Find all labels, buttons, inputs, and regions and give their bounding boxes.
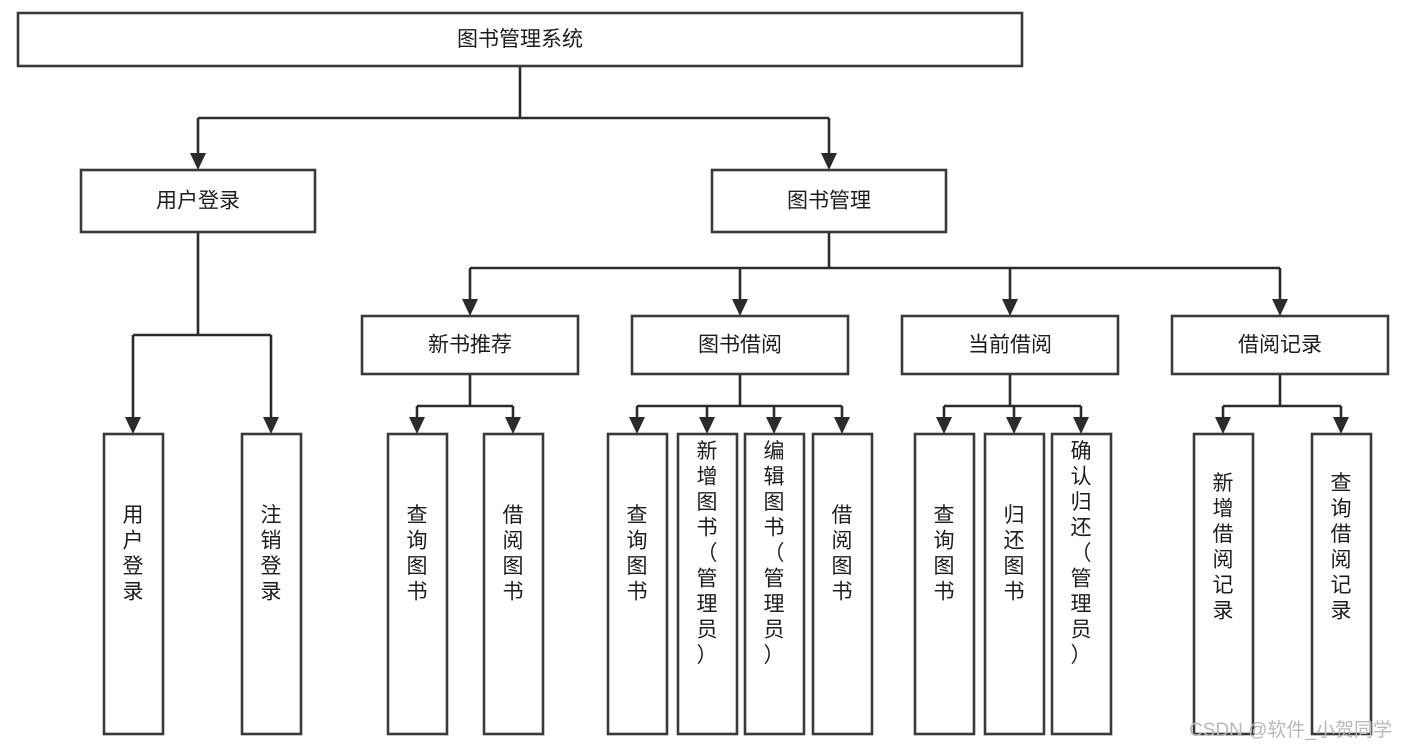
node-borrow-edit-book-admin[interactable]: 编辑图书（管理员） — [743, 432, 806, 736]
node-label-record-add: 新增借阅记录 — [1213, 472, 1234, 623]
arrow-icon-borrow-edit-book-admin — [766, 417, 782, 434]
node-box-book-borrow[interactable] — [630, 314, 850, 376]
arrow-icon-user-login — [190, 153, 206, 170]
node-current-confirm-return-admin[interactable]: 确认归还（管理员） — [1050, 432, 1113, 736]
node-user-login-do[interactable]: 用户登录 — [102, 432, 165, 736]
node-box-current-confirm-return-admin[interactable] — [1050, 432, 1113, 736]
node-new-book-recommend[interactable]: 新书推荐 — [360, 314, 580, 376]
node-borrow-record[interactable]: 借阅记录 — [1170, 314, 1390, 376]
node-box-current-borrow[interactable] — [900, 314, 1120, 376]
node-box-borrow-borrow-book[interactable] — [811, 432, 874, 736]
arrow-icon-borrow-query-book — [629, 417, 645, 434]
arrow-icon-current-return-book — [1006, 417, 1022, 434]
node-label-borrow-record: 借阅记录 — [1238, 334, 1322, 357]
node-label-borrow-query-book: 查询图书 — [627, 504, 648, 604]
arrow-icon-record-add — [1215, 417, 1231, 434]
node-label-book-management: 图书管理 — [787, 190, 871, 213]
arrow-icon-current-borrow — [1002, 299, 1018, 316]
node-box-recommend-query-book[interactable] — [386, 432, 449, 736]
arrow-icon-record-query — [1333, 417, 1349, 434]
node-label-current-confirm-return-admin: 确认归还（管理员） — [1071, 440, 1092, 667]
node-label-record-query: 查询借阅记录 — [1331, 472, 1352, 623]
node-box-user-login[interactable] — [79, 168, 317, 234]
node-current-return-book[interactable]: 归还图书 — [983, 432, 1046, 736]
node-box-root[interactable] — [16, 11, 1024, 68]
node-user-logout[interactable]: 注销登录 — [240, 432, 303, 736]
node-box-new-book-recommend[interactable] — [360, 314, 580, 376]
node-label-current-query-book: 查询图书 — [934, 504, 955, 604]
node-label-borrow-edit-book-admin: 编辑图书（管理员） — [764, 440, 785, 667]
node-layer: 图书管理系统用户登录图书管理用户登录注销登录新书推荐查询图书借阅图书图书借阅查询… — [16, 11, 1390, 736]
node-label-current-borrow: 当前借阅 — [968, 334, 1052, 357]
node-recommend-query-book[interactable]: 查询图书 — [386, 432, 449, 736]
arrow-icon-borrow-record — [1272, 299, 1288, 316]
node-box-book-management[interactable] — [710, 168, 948, 234]
node-label-current-return-book: 归还图书 — [1004, 504, 1025, 604]
node-label-recommend-borrow-book: 借阅图书 — [503, 504, 524, 604]
node-root[interactable]: 图书管理系统 — [16, 11, 1024, 68]
node-box-recommend-borrow-book[interactable] — [482, 432, 545, 736]
node-label-new-book-recommend: 新书推荐 — [428, 334, 512, 357]
node-box-borrow-edit-book-admin[interactable] — [743, 432, 806, 736]
node-user-login[interactable]: 用户登录 — [79, 168, 317, 234]
node-borrow-add-book-admin[interactable]: 新增图书（管理员） — [676, 432, 739, 736]
watermark-layer: CSDN @软件_小贺同学 — [1189, 719, 1392, 741]
node-label-borrow-add-book-admin: 新增图书（管理员） — [697, 440, 718, 667]
node-box-current-query-book[interactable] — [913, 432, 976, 736]
arrow-icon-current-confirm-return-admin — [1073, 417, 1089, 434]
node-borrow-borrow-book[interactable]: 借阅图书 — [811, 432, 874, 736]
csdn-watermark: CSDN @软件_小贺同学 — [1189, 719, 1392, 741]
arrow-icon-borrow-borrow-book — [834, 417, 850, 434]
arrow-icon-user-login-do — [125, 417, 141, 434]
arrow-icon-recommend-query-book — [409, 417, 425, 434]
node-label-book-borrow: 图书借阅 — [698, 334, 782, 357]
arrow-icon-borrow-add-book-admin — [699, 417, 715, 434]
node-box-current-return-book[interactable] — [983, 432, 1046, 736]
node-book-borrow[interactable]: 图书借阅 — [630, 314, 850, 376]
arrow-icon-book-borrow — [732, 299, 748, 316]
arrow-icon-user-logout — [263, 417, 279, 434]
node-label-user-login-do: 用户登录 — [123, 504, 144, 604]
node-box-record-query[interactable] — [1310, 432, 1373, 736]
node-record-query[interactable]: 查询借阅记录 — [1310, 432, 1373, 736]
arrow-icon-new-book-recommend — [462, 299, 478, 316]
node-label-user-logout: 注销登录 — [261, 504, 282, 604]
arrow-icon-book-management — [821, 153, 837, 170]
connector-layer — [125, 66, 1349, 434]
arrow-icon-current-query-book — [936, 417, 952, 434]
arrow-icon-recommend-borrow-book — [505, 417, 521, 434]
node-label-recommend-query-book: 查询图书 — [407, 504, 428, 604]
node-label-borrow-borrow-book: 借阅图书 — [832, 504, 853, 604]
node-record-add[interactable]: 新增借阅记录 — [1192, 432, 1255, 736]
node-current-borrow[interactable]: 当前借阅 — [900, 314, 1120, 376]
node-current-query-book[interactable]: 查询图书 — [913, 432, 976, 736]
node-recommend-borrow-book[interactable]: 借阅图书 — [482, 432, 545, 736]
node-box-user-logout[interactable] — [240, 432, 303, 736]
node-box-borrow-query-book[interactable] — [606, 432, 669, 736]
node-box-record-add[interactable] — [1192, 432, 1255, 736]
node-box-borrow-record[interactable] — [1170, 314, 1390, 376]
node-label-user-login: 用户登录 — [156, 190, 240, 213]
node-borrow-query-book[interactable]: 查询图书 — [606, 432, 669, 736]
node-book-management[interactable]: 图书管理 — [710, 168, 948, 234]
node-label-root: 图书管理系统 — [457, 28, 583, 51]
node-box-user-login-do[interactable] — [102, 432, 165, 736]
node-box-borrow-add-book-admin[interactable] — [676, 432, 739, 736]
